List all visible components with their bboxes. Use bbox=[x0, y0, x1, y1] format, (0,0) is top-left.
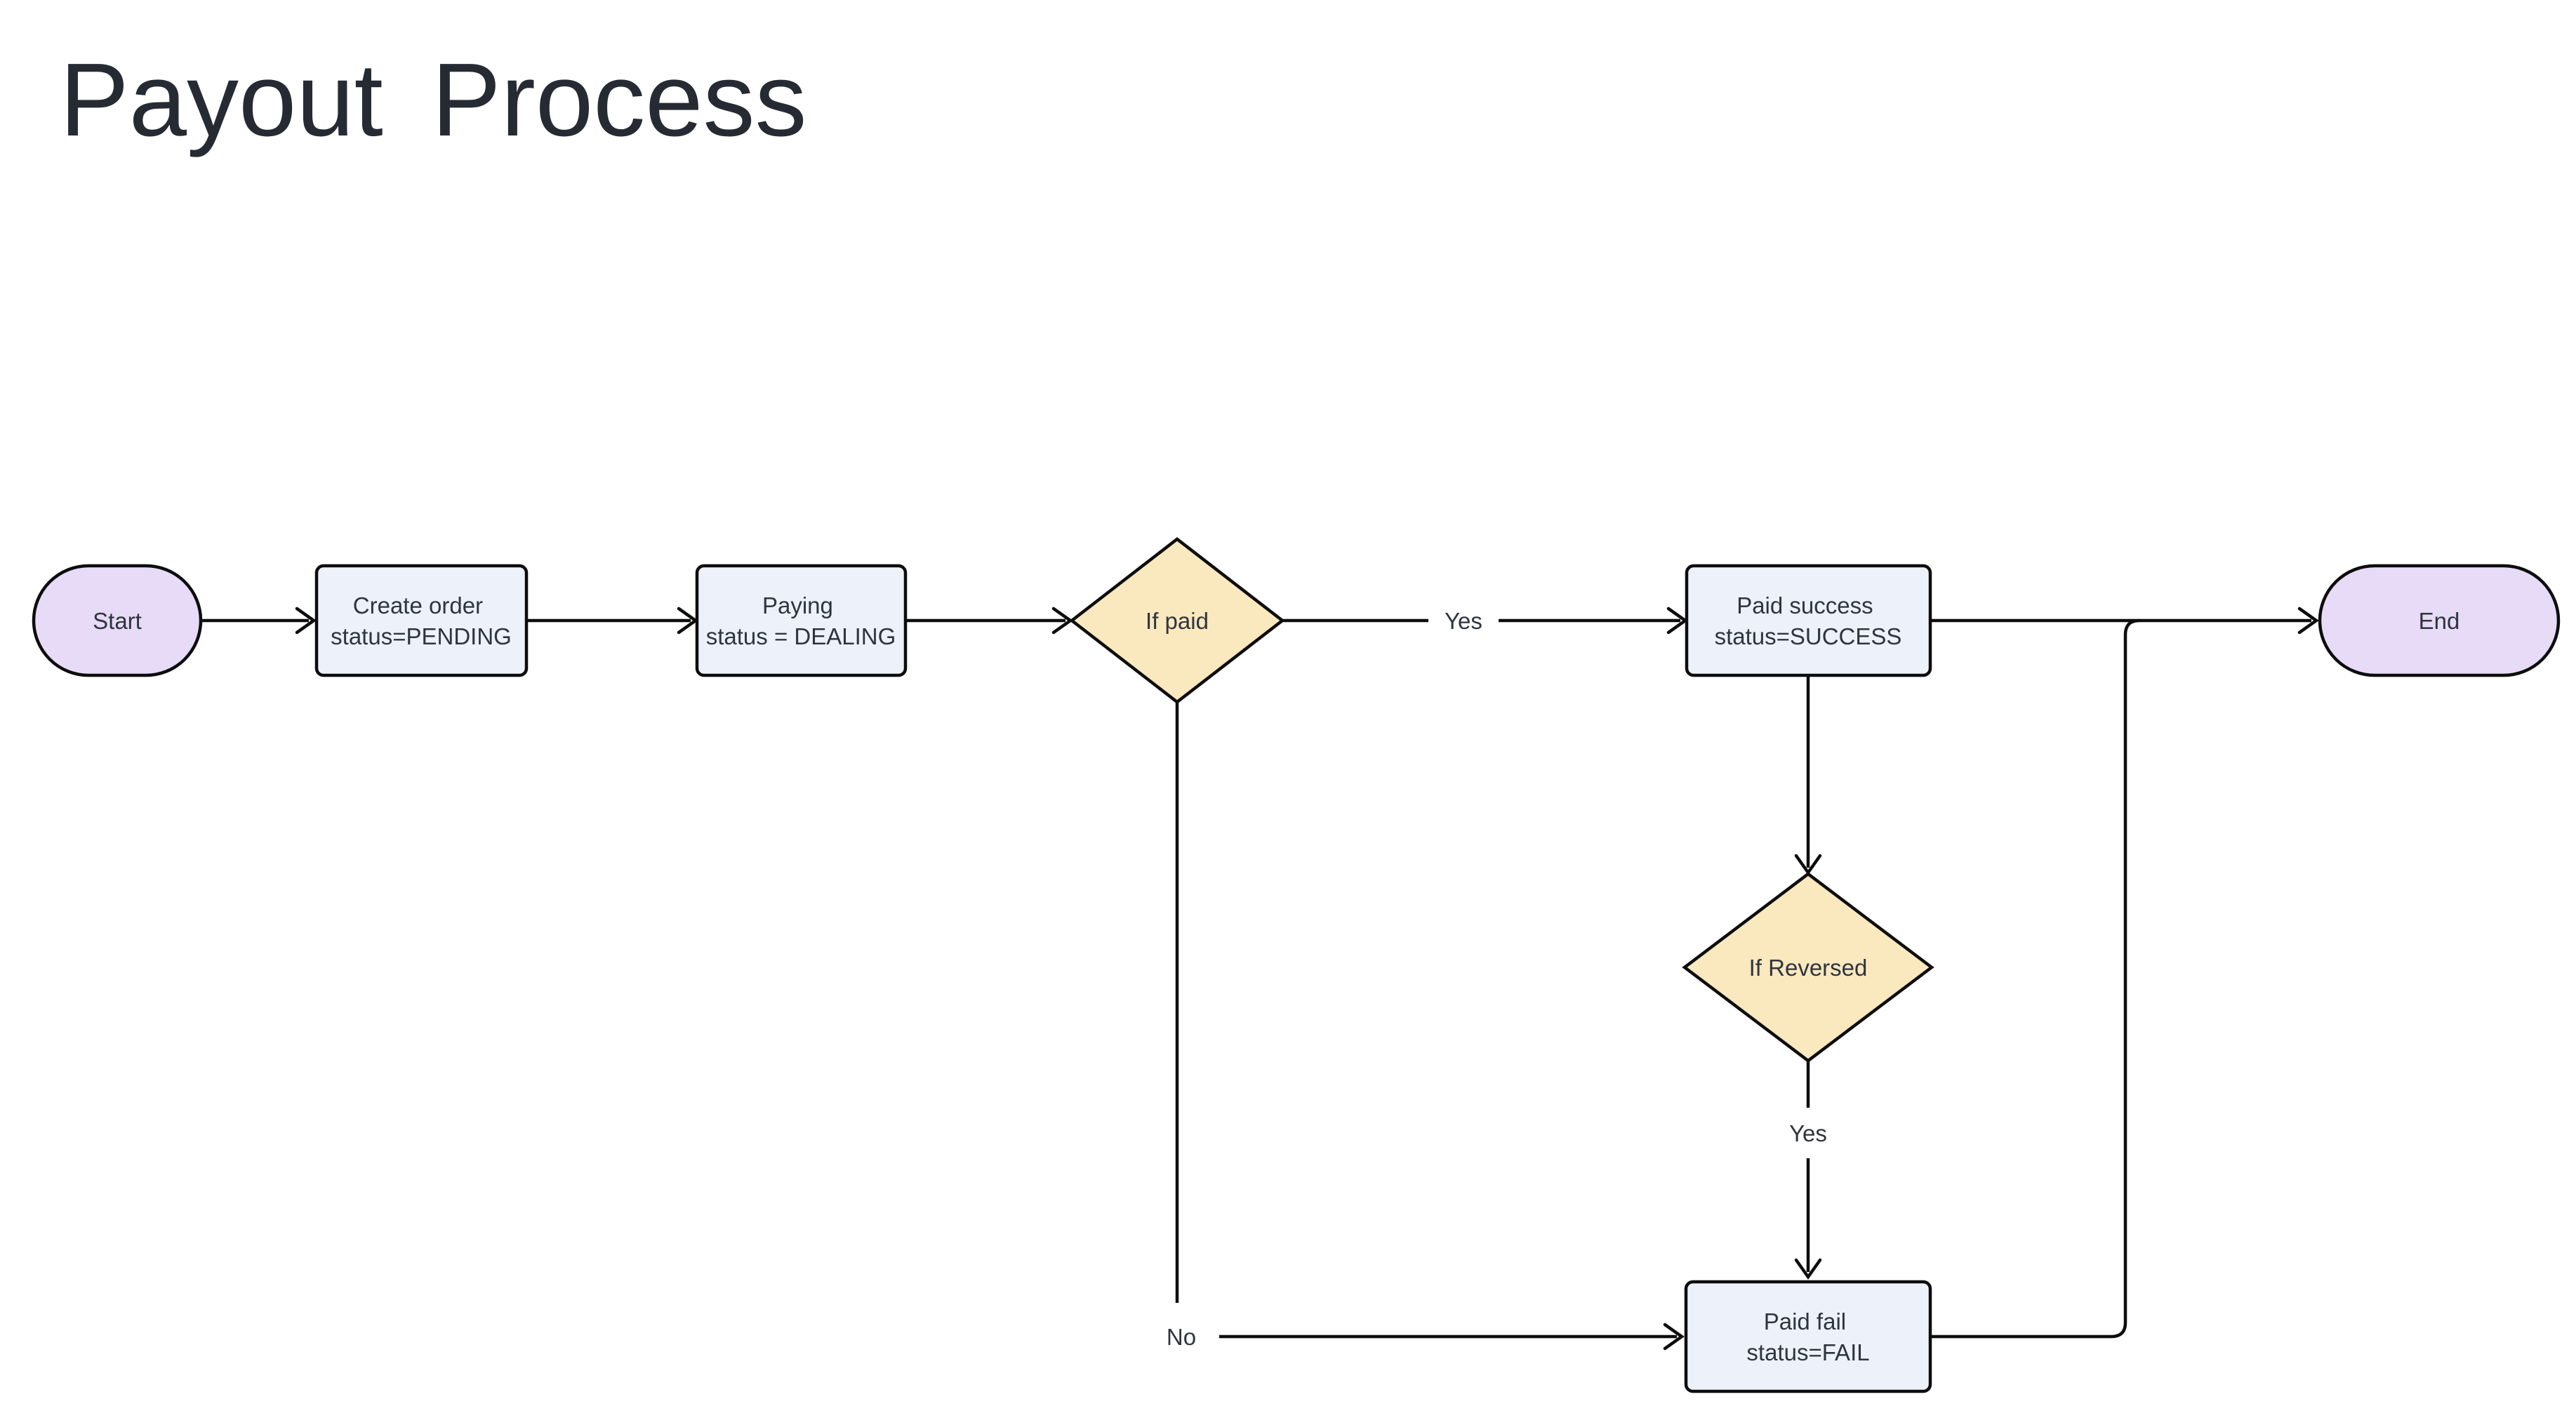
page-title: Payout Process bbox=[60, 42, 807, 158]
start-terminal-shape bbox=[32, 564, 203, 677]
node-group: Start Create order status=PENDING Paying… bbox=[32, 537, 2561, 1393]
arrowhead-icon bbox=[1663, 1323, 1685, 1351]
paid-success-label: Paid success status=SUCCESS bbox=[1715, 592, 1902, 649]
edge-label-yes-paid: Yes bbox=[1445, 608, 1482, 634]
paid-success-process-shape bbox=[1685, 564, 1932, 677]
paid-fail-process-shape bbox=[1684, 1280, 1932, 1393]
paying-label: Paying status = DEALING bbox=[706, 592, 896, 649]
create-order-process-shape bbox=[314, 564, 529, 677]
node-if-reversed: If Reversed bbox=[1682, 872, 1934, 1063]
arrowhead-icon bbox=[2297, 607, 2319, 635]
paying-process-shape bbox=[695, 564, 908, 677]
end-label: End bbox=[2419, 608, 2460, 634]
node-paid-success: Paid success status=SUCCESS bbox=[1685, 564, 1932, 677]
edge-label-yes-reversed: Yes bbox=[1789, 1120, 1827, 1146]
node-end: End bbox=[2318, 564, 2561, 677]
edge-label-no: No bbox=[1167, 1324, 1196, 1350]
if-reversed-label: If Reversed bbox=[1749, 955, 1868, 981]
edge-group: Yes Yes No bbox=[201, 607, 2319, 1351]
edge-paid-fail-end bbox=[1930, 618, 2140, 1339]
if-reversed-decision-shape bbox=[1682, 872, 1934, 1063]
paid-fail-label: Paid fail status=FAIL bbox=[1746, 1308, 1869, 1365]
if-paid-decision-shape bbox=[1069, 537, 1285, 704]
start-label: Start bbox=[93, 608, 142, 634]
arrowhead-icon bbox=[1794, 1258, 1822, 1280]
node-if-paid: If paid bbox=[1069, 537, 1285, 704]
arrowhead-icon bbox=[295, 607, 317, 635]
create-order-label: Create order status=PENDING bbox=[331, 592, 512, 649]
node-paid-fail: Paid fail status=FAIL bbox=[1684, 1280, 1932, 1393]
node-create-order: Create order status=PENDING bbox=[314, 564, 529, 677]
node-paying: Paying status = DEALING bbox=[695, 564, 908, 677]
end-terminal-shape bbox=[2318, 564, 2561, 677]
if-paid-label: If paid bbox=[1146, 608, 1209, 634]
node-start: Start bbox=[32, 564, 203, 677]
